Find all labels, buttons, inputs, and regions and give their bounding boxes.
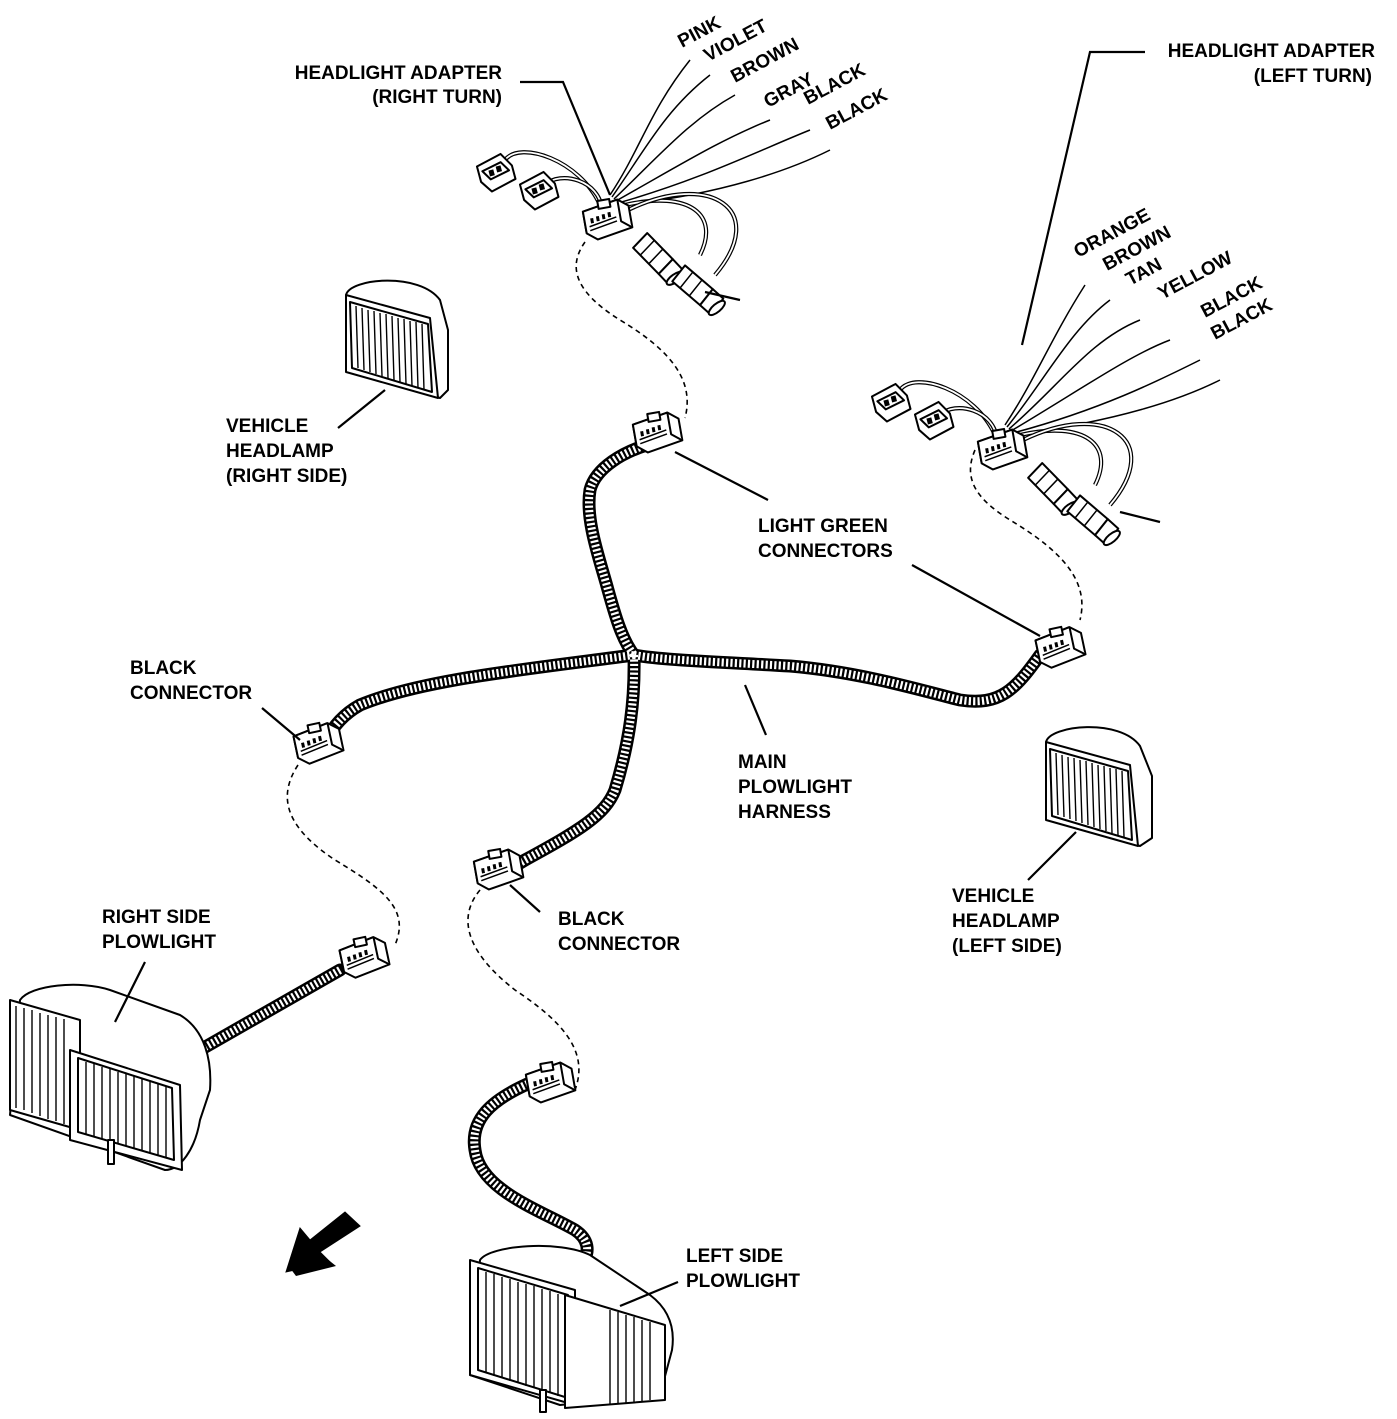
wire-color-labels-right: PINK VIOLET BROWN GRAY BLACK BLACK [674,12,891,134]
right-plowlight-pigtail [193,963,347,1057]
label-line: PLOWLIGHT [686,1271,800,1292]
headlight-adapter-left-turn [869,284,1221,553]
label-line: MAIN [738,752,787,773]
label-headlight-adapter-right-turn: HEADLIGHT ADAPTER (RIGHT TURN) [295,63,503,108]
label-line: HEADLIGHT ADAPTER [295,63,503,84]
label-line: HEADLAMP [226,441,334,462]
label-line: (RIGHT TURN) [372,87,502,108]
vehicle-headlamp-left-side [1045,726,1153,847]
left-plowlight-connector [523,1057,578,1106]
label-line: PLOWLIGHT [738,777,852,798]
label-line: HEADLAMP [952,911,1060,932]
label-line: VEHICLE [226,416,308,437]
label-line: (LEFT TURN) [1254,66,1372,87]
label-headlight-adapter-left-turn: HEADLIGHT ADAPTER (LEFT TURN) [1168,41,1376,87]
right-side-plowlight [9,983,212,1171]
main-plowlight-harness [318,433,1047,879]
label-light-green-connectors: LIGHT GREEN CONNECTORS [758,516,893,562]
label-left-side-plowlight: LEFT SIDE PLOWLIGHT [686,1246,800,1292]
label-line: CONNECTORS [758,541,893,562]
label-vehicle-headlamp-right-side: VEHICLE HEADLAMP (RIGHT SIDE) [226,416,347,487]
label-line: LEFT SIDE [686,1246,783,1267]
wire-color-labels-left: ORANGE BROWN TAN YELLOW BLACK BLACK [1070,205,1276,345]
dashed-connection-lines [286,241,1083,1091]
label-line: CONNECTOR [558,934,680,955]
left-plowlight-pigtail [467,1075,594,1265]
label-line: RIGHT SIDE [102,907,211,928]
light-green-connector-lower [1032,622,1088,671]
label-main-plowlight-harness: MAIN PLOWLIGHT HARNESS [738,752,852,823]
label-line: PLOWLIGHT [102,932,216,953]
label-line: (LEFT SIDE) [952,936,1062,957]
light-green-connector-upper [630,407,685,456]
label-line: BLACK [558,909,625,930]
black-connector-lower [471,844,526,893]
label-line: VEHICLE [952,886,1034,907]
label-line: LIGHT GREEN [758,516,888,537]
left-side-plowlight [469,1244,674,1413]
label-line: HARNESS [738,802,831,823]
headlight-adapter-right-turn [474,59,831,323]
forward-direction-arrow-icon [285,1211,361,1276]
label-right-side-plowlight: RIGHT SIDE PLOWLIGHT [102,907,216,953]
label-line: BLACK [130,658,197,679]
leader-lines [114,50,1161,1308]
label-black-connector-lower: BLACK CONNECTOR [558,909,680,955]
label-line: CONNECTOR [130,683,252,704]
label-line: HEADLIGHT ADAPTER [1168,41,1376,62]
vehicle-headlamp-right-side [345,279,449,399]
right-plowlight-connector [336,932,392,981]
label-line: (RIGHT SIDE) [226,466,347,487]
label-vehicle-headlamp-left-side: VEHICLE HEADLAMP (LEFT SIDE) [952,886,1062,957]
label-black-connector-upper: BLACK CONNECTOR [130,658,252,704]
